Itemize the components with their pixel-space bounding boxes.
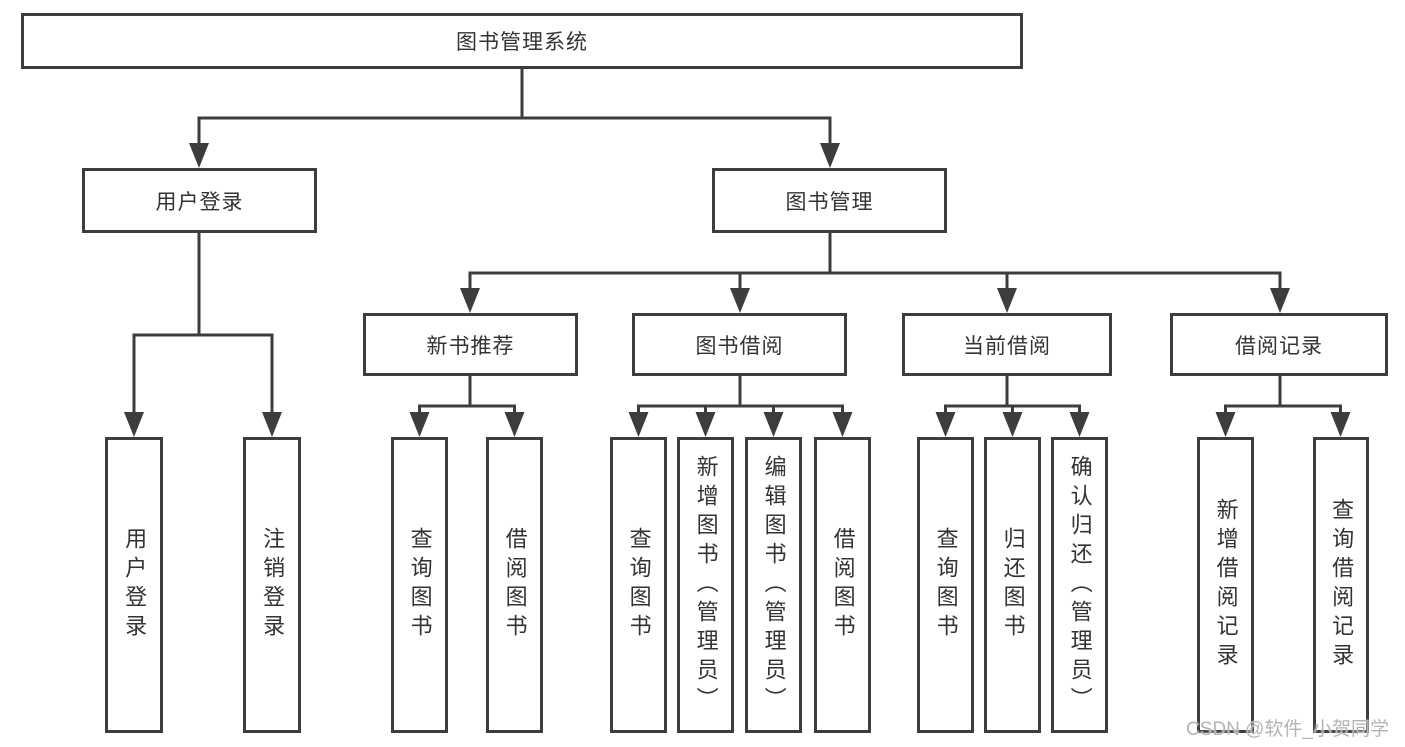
leaf-add-books-admin: 新增图书（管理员）	[677, 437, 734, 733]
arrowheads	[124, 143, 1351, 437]
leaf-query-books-3: 查询图书	[917, 437, 974, 733]
arrowhead-icon	[695, 412, 716, 437]
leaf-user-login: 用户登录	[105, 437, 163, 733]
node-label: 图书借阅	[695, 334, 784, 358]
leaf-label: 查询图书	[933, 527, 959, 643]
leaf-label: 查询图书	[407, 527, 433, 643]
node-label: 图书管理	[785, 190, 874, 214]
leaf-label: 新增图书（管理员）	[693, 454, 719, 716]
leaf-label: 归还图书	[1000, 527, 1026, 643]
arrowhead-icon	[262, 412, 282, 437]
leaf-label: 查询图书	[626, 527, 652, 643]
leaf-query-books-2: 查询图书	[610, 437, 667, 733]
node-label: 用户登录	[155, 190, 244, 214]
arrowhead-icon	[409, 412, 430, 437]
arrowhead-icon	[189, 143, 209, 168]
arrowhead-icon	[935, 412, 956, 437]
arrowhead-icon	[730, 288, 750, 313]
arrowhead-icon	[763, 412, 784, 437]
node-user-login: 用户登录	[82, 168, 317, 233]
node-current-borrowing: 当前借阅	[902, 313, 1112, 376]
leaf-confirm-return-admin: 确认归还（管理员）	[1051, 437, 1108, 733]
node-book-management-system: 图书管理系统	[21, 13, 1023, 69]
node-new-book-recommend: 新书推荐	[363, 313, 578, 376]
arrowhead-icon	[1270, 288, 1290, 313]
node-book-management: 图书管理	[712, 168, 947, 233]
arrowhead-icon	[504, 412, 525, 437]
leaf-label: 确认归还（管理员）	[1067, 454, 1093, 716]
leaf-logout: 注销登录	[243, 437, 301, 733]
leaf-label: 借阅图书	[830, 527, 856, 643]
arrowhead-icon	[997, 288, 1017, 313]
node-book-borrowing: 图书借阅	[632, 313, 847, 376]
arrowhead-icon	[460, 288, 480, 313]
node-label: 当前借阅	[963, 334, 1051, 358]
leaf-add-borrow-record: 新增借阅记录	[1197, 437, 1254, 733]
arrowhead-icon	[628, 412, 649, 437]
node-borrowing-records: 借阅记录	[1170, 313, 1388, 376]
leaf-query-books-1: 查询图书	[391, 437, 448, 733]
arrowhead-icon	[1002, 412, 1023, 437]
leaf-return-books: 归还图书	[984, 437, 1041, 733]
arrowhead-icon	[1330, 412, 1351, 437]
node-label: 借阅记录	[1235, 334, 1323, 358]
leaf-borrow-books-1: 借阅图书	[486, 437, 543, 733]
leaf-label: 编辑图书（管理员）	[761, 454, 787, 716]
leaf-edit-books-admin: 编辑图书（管理员）	[745, 437, 802, 733]
leaf-label: 借阅图书	[502, 527, 528, 643]
leaf-label: 新增借阅记录	[1213, 498, 1239, 672]
leaf-label: 查询借阅记录	[1329, 498, 1355, 672]
node-label: 新书推荐	[426, 334, 515, 358]
csdn-watermark: CSDN @软件_小贺同学	[1186, 719, 1389, 740]
arrowhead-icon	[1069, 412, 1090, 437]
arrowhead-icon	[1215, 412, 1236, 437]
arrowhead-icon	[124, 412, 144, 437]
leaf-query-borrow-record: 查询借阅记录	[1313, 437, 1369, 733]
arrowhead-icon	[832, 412, 853, 437]
leaf-label: 注销登录	[260, 527, 286, 643]
leaf-borrow-books-2: 借阅图书	[814, 437, 871, 733]
node-label: 图书管理系统	[456, 31, 588, 54]
leaf-label: 用户登录	[122, 527, 148, 643]
arrowhead-icon	[820, 143, 840, 168]
